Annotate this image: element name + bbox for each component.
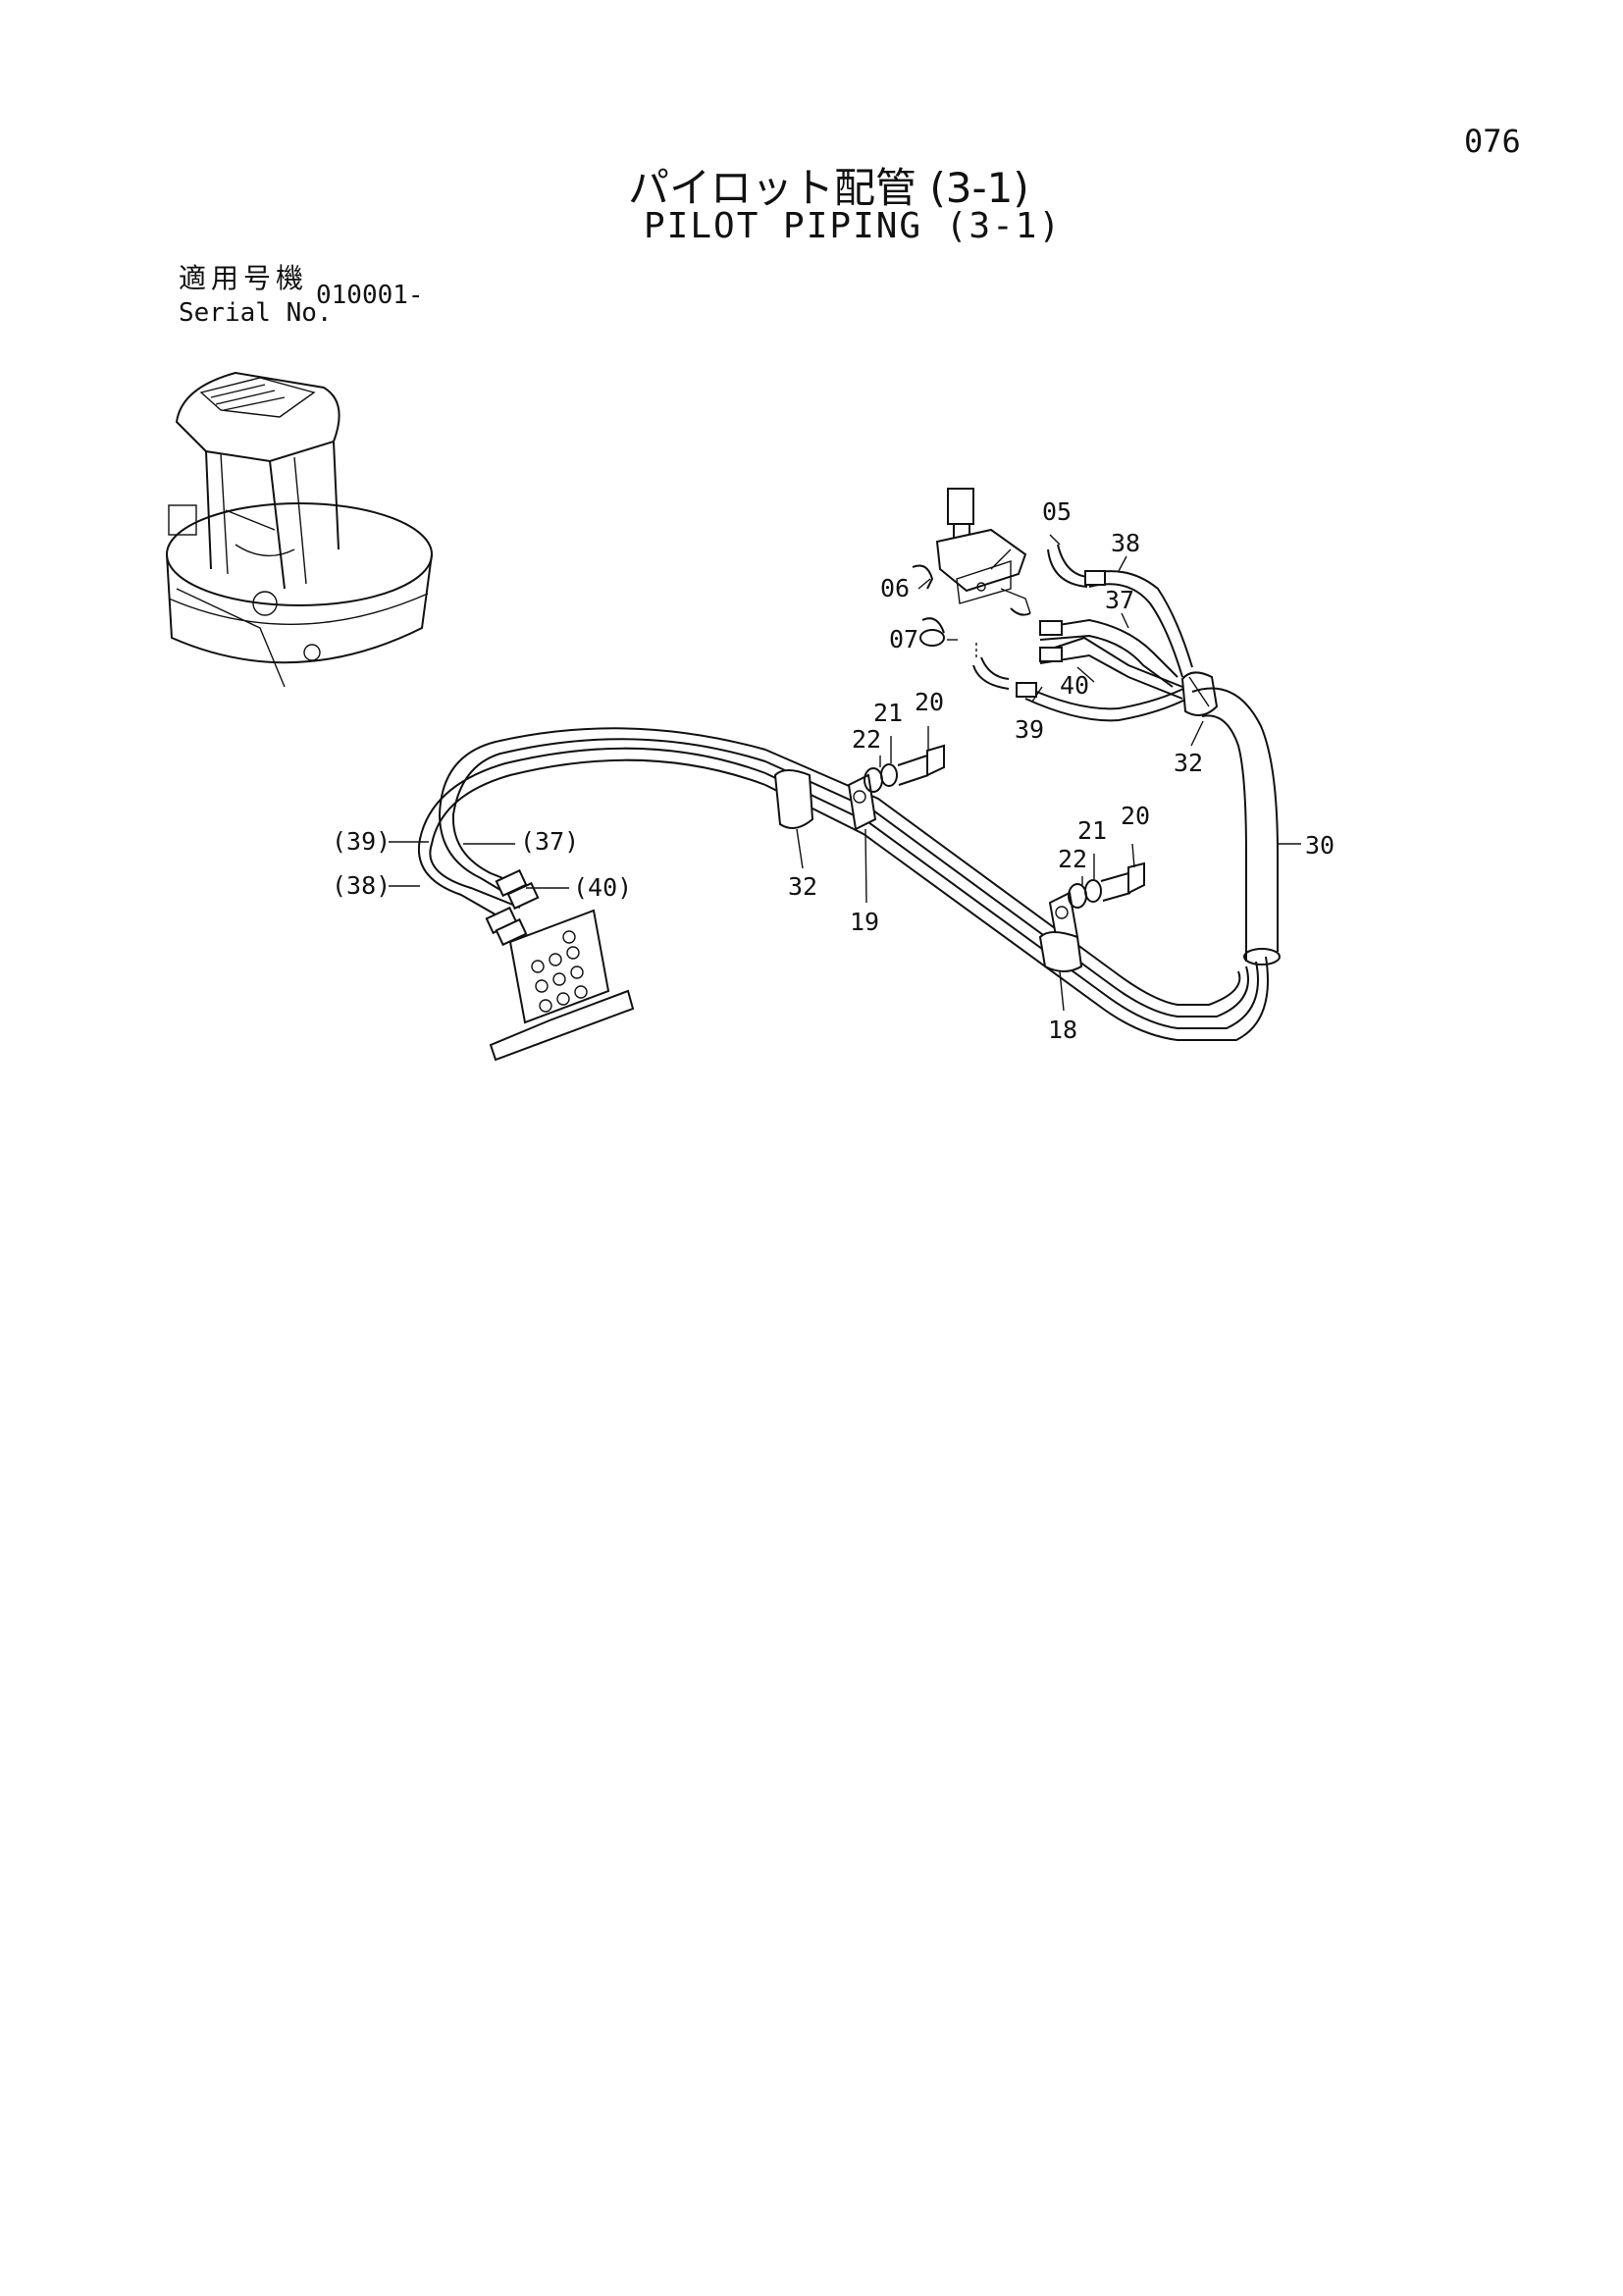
callout-39: 39 [1015,715,1044,744]
page-title-japanese: パイロット配管 (3-1) [628,164,1029,212]
callout-40: 40 [1060,671,1089,700]
callout-32-left: 32 [788,872,817,901]
callout-labels: 05 06 07 38 37 40 39 32 30 21 20 22 21 2… [332,497,1335,1044]
callout-37: 37 [1105,586,1134,614]
terminal-plate [489,909,635,1062]
protective-hose-tube [1191,687,1281,965]
serial-label-english: Serial No. [179,298,333,328]
pilot-valve-block [912,488,1031,647]
callout-37-ref: (37) [520,827,579,856]
callout-21-middle: 21 [1077,816,1107,845]
callout-38: 38 [1111,529,1140,557]
hose-bundle [417,727,1269,1041]
page-title-english: PILOT PIPING (3-1) [644,206,1063,246]
hose-end-fittings [485,868,540,947]
callout-18: 18 [1048,1016,1077,1044]
page-number: 076 [1464,123,1521,160]
leader-lines [389,534,1301,1012]
callout-32-right: 32 [1174,749,1203,777]
callout-21-left: 21 [873,699,903,727]
callout-22-middle: 22 [1058,845,1087,873]
elbow-fittings [972,544,1088,690]
callout-20-left: 20 [915,688,944,716]
hose-clamp-middle [1038,861,1145,972]
machine-overview-illustration [166,371,433,688]
callout-19: 19 [850,908,879,936]
callout-05: 05 [1042,497,1072,526]
callout-40-ref: (40) [573,873,632,902]
valve-hoses [1016,570,1193,722]
serial-number-value: 010001- [316,281,424,310]
callout-22-left: 22 [852,725,881,754]
callout-06: 06 [880,574,910,602]
callout-07: 07 [889,625,918,653]
callout-38-ref: (38) [332,871,391,900]
pilot-piping-diagram: 05 06 07 38 37 40 39 32 30 21 20 22 21 2… [166,371,1335,1062]
callout-39-ref: (39) [332,827,391,856]
callout-30: 30 [1305,831,1335,860]
callout-20-middle: 20 [1121,802,1150,830]
hose-clamp-left [773,744,945,831]
hose-clamp-right [1180,671,1219,716]
serial-label-japanese: 適用号機 [179,262,309,294]
